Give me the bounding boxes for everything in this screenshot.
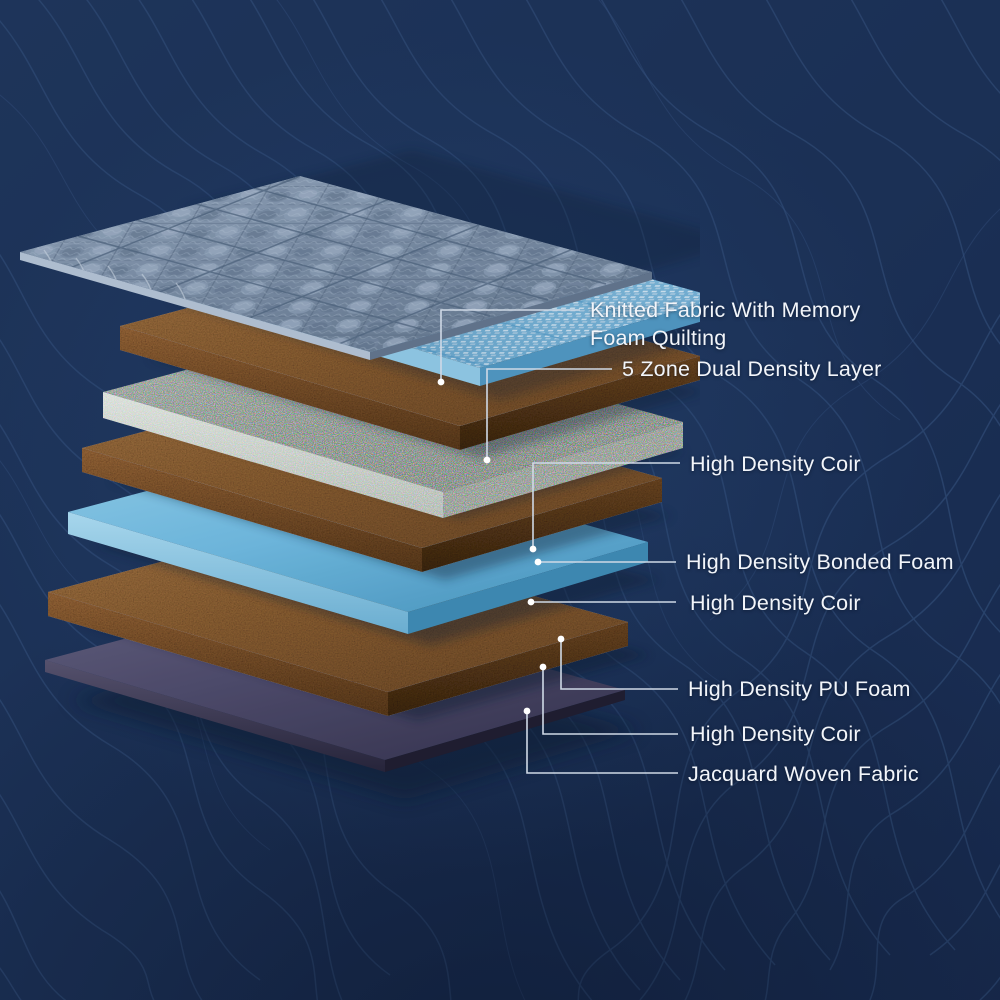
- label-high-density-bonded-foam: High Density Bonded Foam: [686, 550, 954, 574]
- leader-dot-jacquard: [523, 707, 531, 715]
- label-high-density-coir-mid: High Density Coir: [690, 591, 861, 615]
- label-high-density-coir-bottom: High Density Coir: [690, 722, 861, 746]
- leader-dot-pu-foam: [557, 635, 565, 643]
- exploded-layer-stack: [20, 150, 700, 800]
- leader-knitted-fabric: [440, 309, 580, 382]
- leader-dot-five-zone: [483, 456, 491, 464]
- leader-pu-foam: [560, 639, 678, 690]
- label-high-density-pu-foam: High Density PU Foam: [688, 677, 911, 701]
- leader-dot-bonded-foam: [534, 558, 542, 566]
- leader-dot-knitted-fabric: [437, 378, 445, 386]
- leader-dot-coir-mid: [527, 598, 535, 606]
- label-knitted-fabric-line2: Foam Quilting: [590, 326, 727, 350]
- label-high-density-coir-top: High Density Coir: [690, 452, 861, 476]
- leader-jacquard: [526, 711, 678, 774]
- leader-dot-coir-bottom: [539, 663, 547, 671]
- label-knitted-fabric-line1: Knitted Fabric With Memory: [590, 298, 861, 322]
- leader-coir-top: [532, 462, 680, 549]
- leader-five-zone: [486, 368, 612, 460]
- leader-coir-bottom: [542, 667, 678, 735]
- layer-knitted-fabric-quilting: [20, 150, 700, 360]
- label-jacquard-woven-fabric: Jacquard Woven Fabric: [688, 762, 919, 786]
- label-five-zone-dual-density: 5 Zone Dual Density Layer: [622, 357, 882, 381]
- leader-dot-coir-top: [529, 545, 537, 553]
